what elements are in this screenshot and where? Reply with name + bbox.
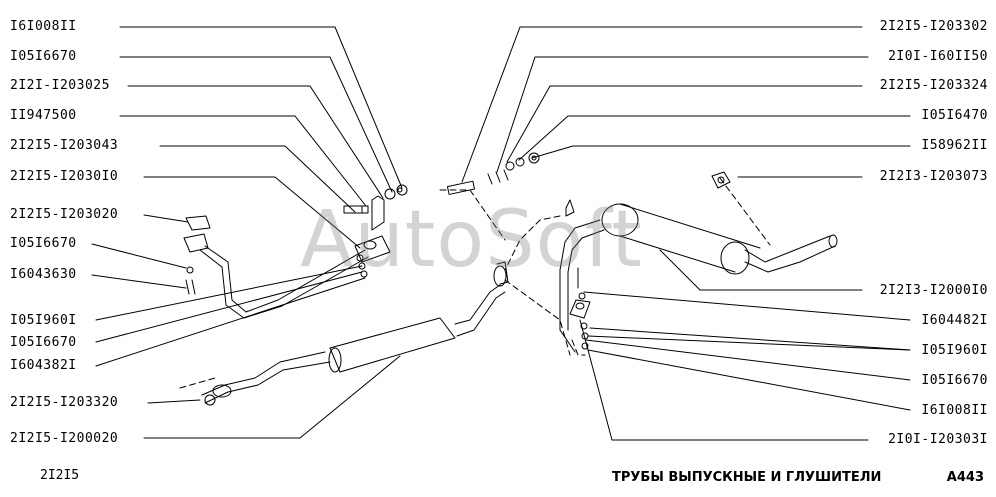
part-label-right: I58962II	[921, 138, 988, 153]
muffler-hanger	[569, 171, 731, 350]
part-label-right: I6I008II	[921, 403, 988, 418]
spring-clamp-kit	[446, 152, 540, 195]
part-label-left: 2I2I5-I203043	[10, 138, 119, 153]
left-leader-lines	[91, 26, 403, 439]
part-label-left: 2I2I-I203025	[10, 78, 110, 93]
part-label-right: 2I2I5-I203324	[879, 78, 988, 93]
resonator-pipe	[201, 261, 509, 406]
part-label-right: 2I0I-I60II50	[888, 49, 988, 64]
part-label-left: 2I2I5-I203020	[10, 207, 119, 222]
watermark: AutoSoft	[300, 195, 644, 285]
part-label-left: I05I960I	[10, 313, 77, 328]
part-label-left: I05I6670	[10, 335, 77, 350]
flange-fasteners	[343, 184, 408, 278]
part-label-left: 2I2I5-I200020	[10, 431, 119, 446]
model-code: 2I2I5	[40, 468, 80, 483]
right-leader-lines	[461, 26, 911, 441]
part-label-right: 2I2I3-I203073	[879, 169, 988, 184]
part-label-right: 2I2I5-I203302	[879, 19, 988, 34]
front-pipe	[183, 215, 391, 319]
part-label-right: 2I2I3-I2000I0	[879, 283, 988, 298]
part-label-left: I6043630	[10, 267, 77, 282]
part-label-right: I604482I	[921, 313, 988, 328]
part-label-right: I05I6470	[921, 108, 988, 123]
diagram-title: ТРУБЫ ВЫПУСКНЫЕ И ГЛУШИТЕЛИ	[612, 470, 882, 485]
part-label-left: I05I6670	[10, 236, 77, 251]
part-label-right: I05I6670	[921, 373, 988, 388]
part-label-right: I05I960I	[921, 343, 988, 358]
part-label-right: 2I0I-I20303I	[888, 432, 988, 447]
sheet-number: А443	[946, 470, 984, 485]
part-label-left: II947500	[10, 108, 77, 123]
part-label-left: I05I6670	[10, 49, 77, 64]
rear-muffler	[559, 199, 838, 353]
part-label-left: 2I2I5-I2030I0	[10, 169, 119, 184]
part-label-left: 2I2I5-I203320	[10, 395, 119, 410]
part-label-left: I604382I	[10, 358, 77, 373]
part-label-left: I6I008II	[10, 19, 77, 34]
